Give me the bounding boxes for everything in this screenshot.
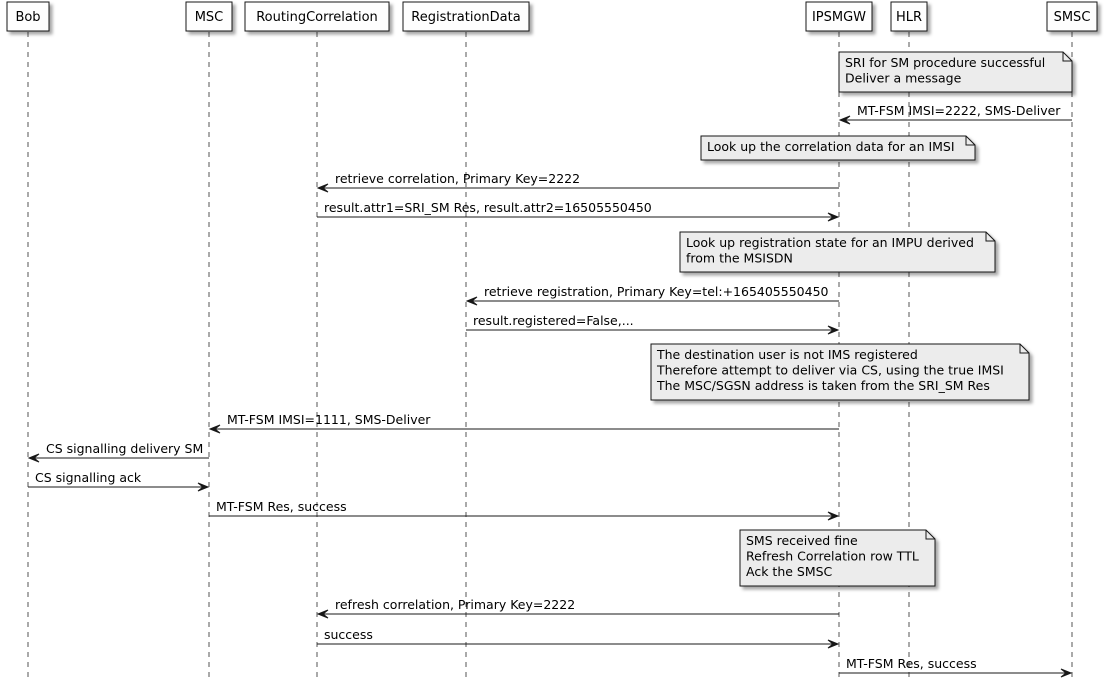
message-label: MT-FSM IMSI=1111, SMS-Deliver [227, 412, 431, 427]
participant-routing: RoutingCorrelation [244, 1, 390, 32]
note-lookup-registration: Look up registration state for an IMPU d… [679, 231, 996, 273]
participant-label: Bob [15, 10, 40, 25]
participant-label: IPSMGW [812, 10, 866, 25]
msg-cs-delivery: CS signalling delivery SM [27, 441, 209, 463]
msg-mt-fsm-msc: MT-FSM IMSI=1111, SMS-Deliver [208, 412, 839, 434]
message-label: CS signalling ack [35, 470, 142, 485]
arrowhead-icon [838, 115, 851, 125]
note-line: Therefore attempt to deliver via CS, usi… [656, 363, 1004, 378]
note-line: Refresh Correlation row TTL [746, 549, 919, 564]
participant-bob: Bob [6, 1, 50, 32]
message-label: CS signalling delivery SM [46, 441, 203, 456]
arrowhead-icon [827, 511, 840, 521]
participant-msc: MSC [185, 1, 233, 32]
message-label: result.registered=False,... [473, 313, 634, 328]
participant-hlr: HLR [890, 1, 928, 32]
note-line: SRI for SM procedure successful [845, 55, 1045, 70]
note-line: Ack the SMSC [746, 564, 833, 579]
participant-label: MSC [195, 10, 224, 25]
note-line: Look up registration state for an IMPU d… [686, 235, 974, 250]
msg-registration-result: result.registered=False,... [466, 313, 840, 335]
arrowhead-icon [465, 296, 478, 306]
note-line: Deliver a message [845, 71, 962, 86]
arrowhead-icon [316, 183, 329, 193]
note-line: from the MSISDN [686, 251, 793, 266]
arrowhead-icon [827, 639, 840, 649]
arrowhead-icon [827, 212, 840, 222]
msg-retrieve-registration: retrieve registration, Primary Key=tel:+… [465, 284, 839, 306]
msg-retrieve-correlation: retrieve correlation, Primary Key=2222 [316, 171, 839, 193]
msg-refresh-correlation: refresh correlation, Primary Key=2222 [316, 597, 839, 619]
arrowhead-icon [197, 482, 210, 492]
message-label: retrieve registration, Primary Key=tel:+… [484, 284, 829, 299]
participant-label: HLR [896, 10, 922, 25]
message-label: MT-FSM Res, success [846, 656, 977, 671]
note-lookup-correlation: Look up the correlation data for an IMSI [700, 135, 976, 161]
note-not-registered: The destination user is not IMS register… [650, 343, 1030, 401]
message-label: result.attr1=SRI_SM Res, result.attr2=16… [324, 200, 652, 215]
message-label: refresh correlation, Primary Key=2222 [335, 597, 575, 612]
msg-cs-ack: CS signalling ack [28, 470, 210, 492]
participant-ipsmgw: IPSMGW [805, 1, 873, 32]
message-label: MT-FSM Res, success [216, 499, 347, 514]
participant-regdata: RegistrationData [402, 1, 530, 32]
note-line: SMS received fine [746, 533, 858, 548]
note-line: The destination user is not IMS register… [656, 347, 918, 362]
msg-refresh-success: success [317, 627, 840, 649]
arrowhead-icon [1060, 668, 1073, 678]
arrowhead-icon [208, 424, 221, 434]
note-line: Look up the correlation data for an IMSI [707, 139, 955, 154]
message-label: MT-FSM IMSI=2222, SMS-Deliver [857, 103, 1061, 118]
msg-mt-fsm-res-msc: MT-FSM Res, success [209, 499, 840, 521]
note-line: The MSC/SGSN address is taken from the S… [656, 378, 990, 393]
message-label: success [324, 627, 373, 642]
msg-correlation-result: result.attr1=SRI_SM Res, result.attr2=16… [317, 200, 840, 222]
participant-label: RegistrationData [411, 10, 520, 25]
message-label: retrieve correlation, Primary Key=2222 [335, 171, 580, 186]
participant-smsc: SMSC [1046, 1, 1098, 32]
participant-label: RoutingCorrelation [256, 10, 378, 25]
arrowhead-icon [316, 609, 329, 619]
msg-mt-fsm-res-smsc: MT-FSM Res, success [839, 656, 1073, 678]
arrowhead-icon [827, 325, 840, 335]
arrowhead-icon [27, 453, 40, 463]
msg-mt-fsm-smsc: MT-FSM IMSI=2222, SMS-Deliver [838, 103, 1072, 125]
participant-label: SMSC [1054, 10, 1091, 25]
